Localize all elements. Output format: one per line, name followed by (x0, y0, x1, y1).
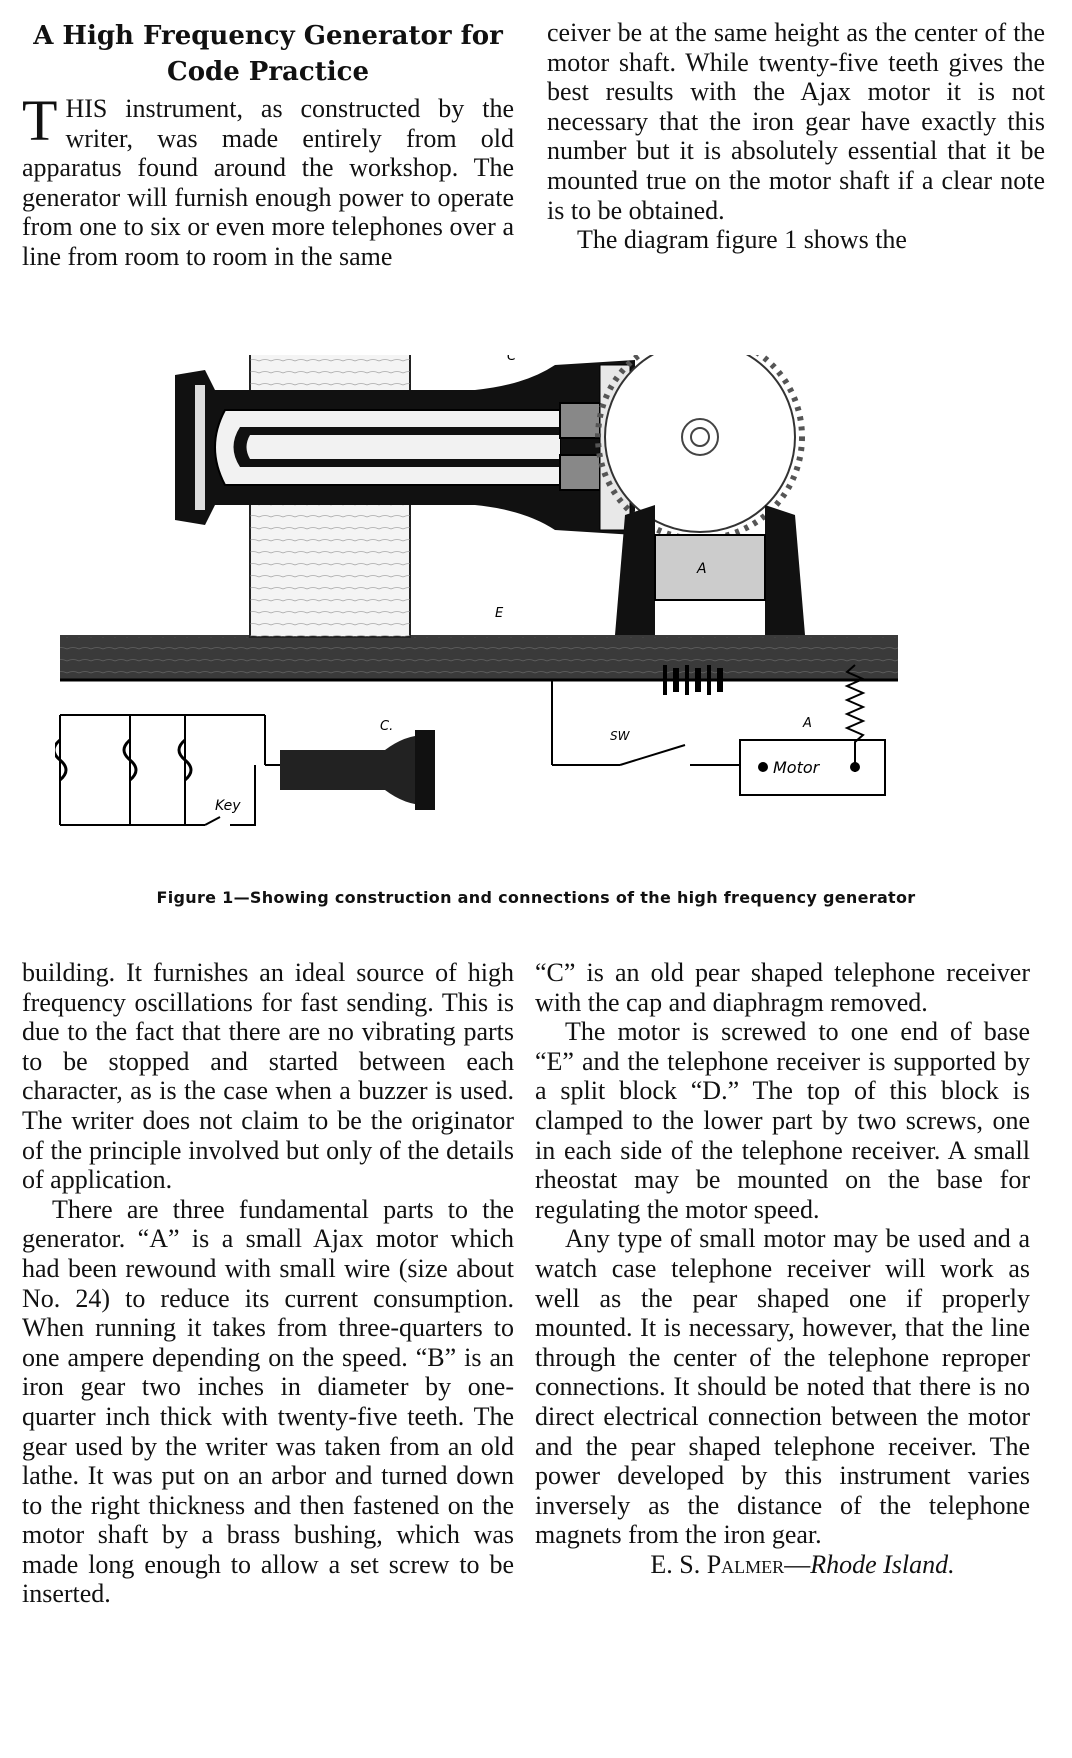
label-motor: Motor (773, 758, 821, 777)
label-e: E (495, 606, 504, 621)
paragraph-building: building. It furnishes an ideal source o… (22, 958, 514, 1195)
drop-cap: T (22, 88, 58, 153)
label-a1: A (802, 716, 812, 731)
paragraph-intro-text: HIS instrument, as constructed by the wr… (22, 94, 514, 271)
column-bottom-right: “C” is an old pear shaped telephone rece… (535, 958, 1030, 1579)
title-line-1: A High Frequency Generator for (33, 21, 503, 51)
label-sw: SW (610, 729, 631, 743)
column-top-right: ceiver be at the same height as the cent… (547, 18, 1045, 255)
figure-diagram: D C B A E C. Key (55, 355, 898, 826)
telephone-circuit (55, 714, 280, 826)
author-location: Rhode Island. (810, 1549, 955, 1579)
paragraph-motor-mounting: The motor is screwed to one end of base … (535, 1017, 1030, 1224)
author-name: E. S. Palmer (650, 1549, 785, 1579)
telephone-receiver-section (175, 360, 635, 535)
label-key: Key (215, 798, 241, 814)
paragraph-fundamental-parts: There are three fundamental parts to the… (22, 1194, 514, 1609)
battery (663, 665, 723, 695)
motor-terminal-left (758, 762, 768, 772)
motor-assembly (615, 505, 805, 635)
label-c2: C. (380, 719, 393, 734)
small-receiver (280, 730, 435, 810)
motor-circuit (551, 664, 886, 796)
paragraph-receiver-height: ceiver be at the same height as the cent… (547, 18, 1045, 225)
paragraph-receiver-c: “C” is an old pear shaped telephone rece… (535, 958, 1030, 1017)
paragraph-diagram-start: The diagram figure 1 shows the (577, 225, 907, 255)
motor-terminal-right (850, 762, 860, 772)
base-board (60, 635, 898, 682)
title-line-2: Code Practice (167, 57, 369, 87)
author-signature: E. S. Palmer—Rhode Island. (650, 1549, 955, 1579)
label-a: A (696, 561, 707, 577)
iron-gear (595, 355, 805, 542)
column-bottom-left: building. It furnishes an ideal source o… (22, 958, 514, 1609)
column-top-left: A High Frequency Generator for Code Prac… (22, 18, 514, 272)
paragraph-any-motor: Any type of small motor may be used and … (535, 1224, 1030, 1550)
article-title: A High Frequency Generator for Code Prac… (22, 18, 514, 90)
figure-caption: Figure 1—Showing construction and connec… (156, 888, 916, 907)
label-c: C (507, 355, 517, 364)
